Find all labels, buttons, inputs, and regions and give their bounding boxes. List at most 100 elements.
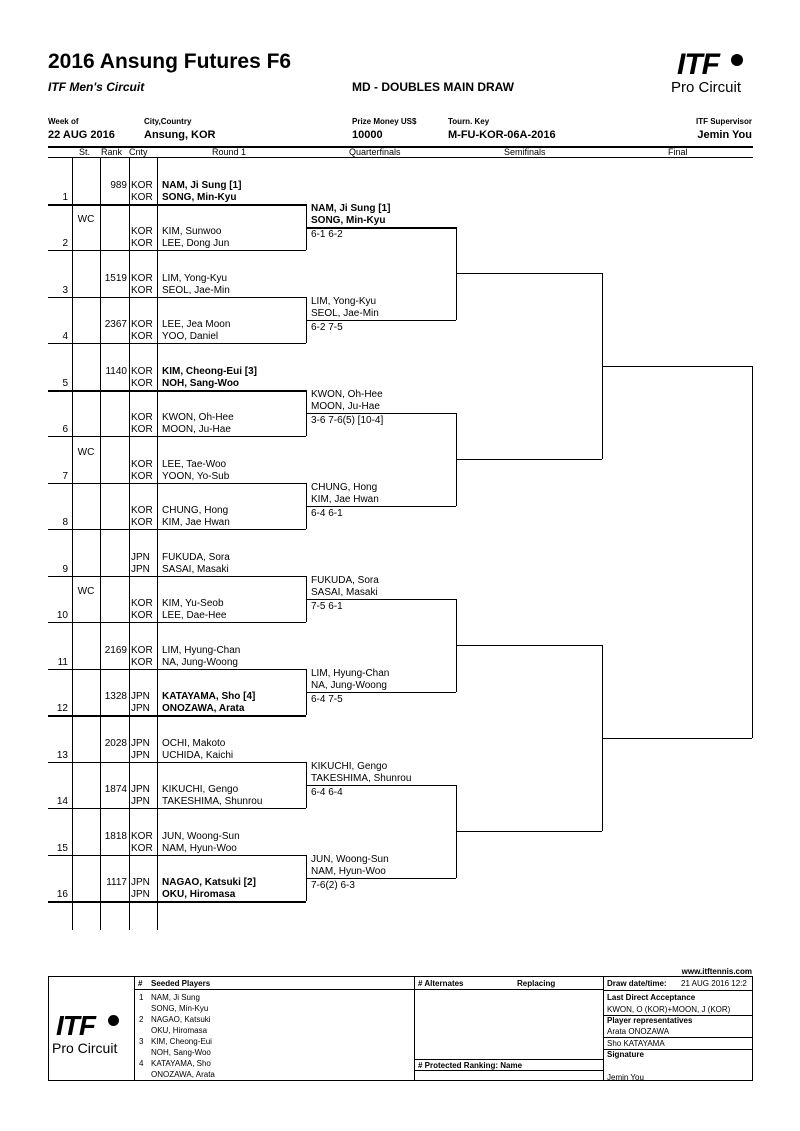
sf-line [456, 459, 602, 461]
footer-logo-itf-text: ITF [56, 1010, 96, 1041]
partner-country: KOR [131, 284, 153, 296]
seed-partner: SONG, Min-Kyu [151, 1004, 209, 1013]
final-line [602, 366, 752, 368]
draw-position: 4 [62, 331, 68, 342]
qf-line [306, 877, 456, 879]
player-country: KOR [131, 505, 153, 516]
qf-partner-name: SONG, Min-Kyu [311, 214, 386, 226]
week-value: 22 AUG 2016 [48, 129, 115, 141]
qf-line [306, 784, 456, 786]
seed-player: NAGAO, Katsuki [151, 1015, 211, 1024]
draw-position: 8 [62, 517, 68, 528]
qf-player-name: KWON, Oh-Hee [311, 388, 383, 400]
draw-position: 13 [56, 749, 68, 761]
player-name: LEE, Jea Moon [162, 319, 231, 330]
partner-country: KOR [131, 470, 153, 482]
player-rank: 989 [110, 179, 127, 191]
partner-country: KOR [131, 191, 153, 203]
city-label: City,Country [144, 117, 192, 126]
entry-line [48, 389, 306, 392]
partner-country: KOR [131, 517, 153, 528]
partner-name: NOH, Sang-Woo [162, 377, 240, 389]
player-country: JPN [131, 551, 150, 563]
draw-position: 14 [56, 796, 68, 807]
partner-name: ONOZAWA, Arata [162, 703, 245, 714]
qf-partner-name: MOON, Ju-Hae [311, 400, 380, 412]
player-country: JPN [131, 784, 150, 795]
seed-number: 1 [139, 993, 144, 1002]
key-label: Tourn. Key [448, 117, 490, 126]
partner-name: SONG, Min-Kyu [162, 191, 237, 203]
col-cnty: Cnty [129, 147, 148, 157]
sep-cnty [129, 157, 130, 930]
supervisor-label: ITF Supervisor [695, 117, 752, 126]
qf-player-name: KIKUCHI, Gengo [311, 760, 388, 772]
player-name: FUKUDA, Sora [162, 551, 230, 563]
rep-rule [603, 1037, 753, 1038]
footer-itf-logo: ITF Pro Circuit [50, 1010, 130, 1060]
qf-line [306, 412, 456, 414]
draw-position: 11 [57, 656, 68, 668]
player-rank: 2028 [104, 737, 127, 749]
page-title: 2016 Ansung Futures F6 [48, 50, 292, 73]
footer-sep-1 [134, 976, 135, 1081]
qf-line [306, 319, 456, 321]
seed-partner: NOH, Sang-Woo [151, 1048, 211, 1057]
qf-score: 6-2 7-5 [311, 321, 343, 333]
player-name: OCHI, Makoto [162, 737, 226, 749]
qf-score: 6-4 7-5 [311, 693, 343, 705]
seed-number: 3 [139, 1037, 144, 1046]
partner-country: KOR [131, 842, 153, 854]
partner-name: NA, Jung-Woong [162, 656, 238, 668]
qf-line [306, 691, 456, 693]
entry-line [48, 529, 306, 530]
partner-name: YOO, Daniel [162, 331, 219, 342]
footer-sep-2 [414, 976, 415, 1081]
player-rank: 2169 [104, 644, 127, 656]
seed-player: KIM, Cheong-Eui [151, 1037, 212, 1046]
player-name: LIM, Hyung-Chan [162, 644, 241, 656]
qf-partner-name: KIM, Jae Hwan [311, 493, 379, 505]
itf-logo: ITF Pro Circuit [665, 48, 755, 100]
header-bottom-rule [48, 157, 753, 158]
partner-country: KOR [131, 238, 153, 249]
col-final: Final [668, 147, 688, 157]
partner-name: MOON, Ju-Hae [162, 424, 231, 435]
qf-score: 3-6 7-6(5) [10-4] [311, 414, 384, 426]
protected-ranking-title: # Protected Ranking: Name [418, 1061, 523, 1070]
player-rank: 1818 [104, 830, 127, 842]
supervisor-value: Jemin You [697, 129, 752, 141]
lda-value: KWON, O (KOR)+MOON, J (KOR) [607, 1005, 731, 1014]
partner-name: LEE, Dae-Hee [162, 610, 227, 621]
col-round1: Round 1 [212, 147, 247, 157]
player-name: LEE, Tae-Woo [162, 458, 227, 470]
partner-country: KOR [131, 377, 153, 389]
draw-position: 3 [62, 284, 68, 296]
partner-name: YOON, Yo-Sub [162, 470, 230, 482]
prize-label: Prize Money US$ [352, 117, 417, 126]
signature-label: Signature [607, 1050, 644, 1059]
qf-player-name: FUKUDA, Sora [311, 574, 379, 586]
player-country: JPN [131, 877, 150, 888]
reps-label: Player representatives [607, 1016, 693, 1025]
footer-logo-pro-circuit-text: Pro Circuit [52, 1040, 118, 1056]
website-link[interactable]: www.itftennis.com [681, 967, 752, 976]
partner-country: JPN [131, 703, 150, 714]
player-country: KOR [131, 412, 153, 423]
signature-value: Jemin You [607, 1073, 644, 1082]
lda-label: Last Direct Acceptance [607, 993, 696, 1002]
week-label: Week of [48, 117, 79, 126]
partner-name: LEE, Dong Jun [162, 238, 230, 249]
sf-line [456, 831, 602, 833]
partner-country: JPN [131, 796, 150, 807]
col-st: St. [79, 147, 91, 157]
qf-player-name: JUN, Woong-Sun [311, 853, 389, 865]
partner-name: TAKESHIMA, Shunrou [162, 796, 263, 807]
entry-line [48, 296, 306, 298]
player-country: KOR [131, 644, 153, 656]
final-connector [752, 366, 753, 739]
player-name: NAM, Ji Sung [1] [162, 179, 242, 191]
rep-1: Arata ONOZAWA [607, 1027, 670, 1036]
rep-rule-2 [603, 1049, 753, 1050]
qf-score: 6-4 6-1 [311, 507, 343, 519]
